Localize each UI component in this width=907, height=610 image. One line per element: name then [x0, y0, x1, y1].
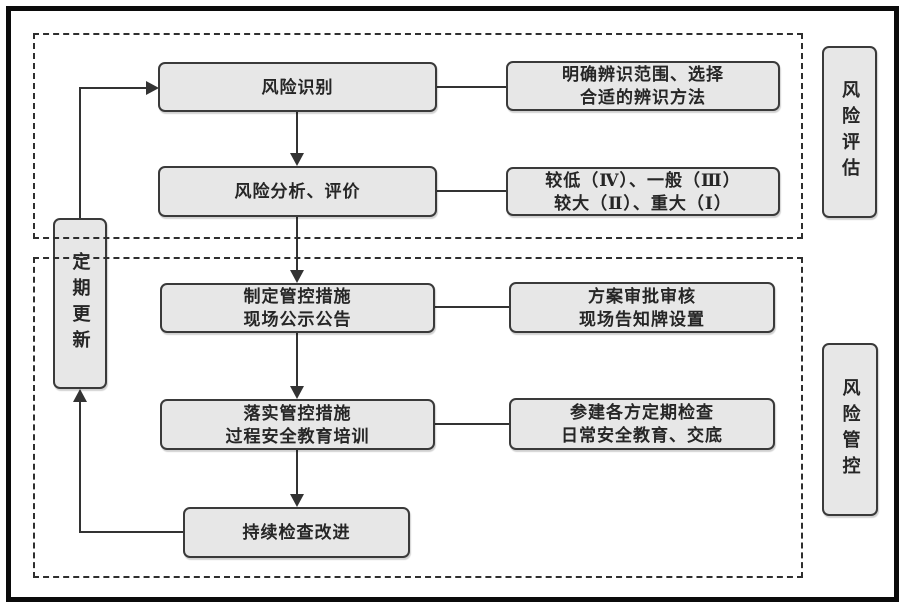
node-label-line2: 合适的辨识方法 — [580, 88, 706, 107]
node-label-line1: 落实管控措施 — [243, 403, 352, 423]
node-periodic-update: 定期更新 — [53, 218, 107, 389]
node-formulate-control-measures: 制定管控措施 现场公示公告 — [160, 283, 435, 333]
feedback-line-top — [79, 87, 147, 89]
arrow-down-icon — [290, 153, 304, 166]
flow-line-2 — [296, 217, 298, 271]
arrow-up-icon — [73, 389, 87, 402]
arrow-down-icon — [290, 386, 304, 399]
connector-line-2 — [437, 190, 506, 192]
node-label-line2: 日常安全教育、交底 — [561, 426, 723, 445]
node-label-line1: 明确辨识范围、选择 — [562, 65, 724, 84]
connector-line-4 — [435, 423, 509, 425]
node-risk-identification: 风险识别 — [158, 62, 437, 112]
feedback-line-left — [79, 400, 81, 533]
node-risk-analysis-evaluation: 风险分析、评价 — [158, 166, 437, 217]
node-label: 风险分析、评价 — [234, 182, 361, 201]
node-implement-control-measures: 落实管控措施 过程安全教育培训 — [160, 399, 435, 450]
arrow-down-icon — [290, 270, 304, 283]
node-label-line2: 现场告知牌设置 — [579, 309, 705, 329]
node-label-line1: 较低（Ⅳ）、一般（Ⅲ） — [545, 170, 741, 190]
arrow-down-icon — [290, 494, 304, 507]
flow-line-4 — [296, 450, 298, 495]
section-label: 风险评估 — [840, 80, 860, 184]
node-label: 持续检查改进 — [242, 523, 351, 542]
node-label-line1: 方案审批审核 — [588, 286, 696, 306]
node-identification-scope-method: 明确辨识范围、选择 合适的辨识方法 — [506, 61, 780, 111]
connector-line-3 — [435, 306, 509, 308]
outer-frame — [6, 6, 899, 602]
node-label: 风险识别 — [261, 77, 334, 97]
node-periodic-inspection-education: 参建各方定期检查 日常安全教育、交底 — [509, 398, 775, 450]
section-label-risk-control: 风险管控 — [822, 343, 878, 516]
flow-line-3 — [296, 333, 298, 387]
connector-line-1 — [437, 86, 506, 88]
arrow-right-icon — [146, 81, 159, 95]
node-label-line2: 过程安全教育培训 — [225, 426, 370, 446]
node-label: 定期更新 — [70, 251, 91, 356]
section-label-risk-assessment: 风险评估 — [822, 46, 877, 218]
node-label-line2: 较大（Ⅱ）、重大（Ⅰ） — [554, 193, 732, 213]
node-label-line2: 现场公示公告 — [243, 310, 352, 329]
feedback-line-bottom — [79, 531, 183, 533]
node-label-line1: 制定管控措施 — [243, 287, 352, 306]
node-label-line1: 参建各方定期检查 — [570, 403, 714, 422]
feedback-line-up — [79, 87, 81, 218]
node-continuous-inspection-improvement: 持续检查改进 — [183, 507, 410, 558]
node-plan-approval-signboard: 方案审批审核 现场告知牌设置 — [509, 282, 775, 333]
section-label: 风险管控 — [840, 377, 861, 482]
node-risk-levels: 较低（Ⅳ）、一般（Ⅲ） 较大（Ⅱ）、重大（Ⅰ） — [506, 167, 780, 216]
flow-line-1 — [296, 112, 298, 154]
